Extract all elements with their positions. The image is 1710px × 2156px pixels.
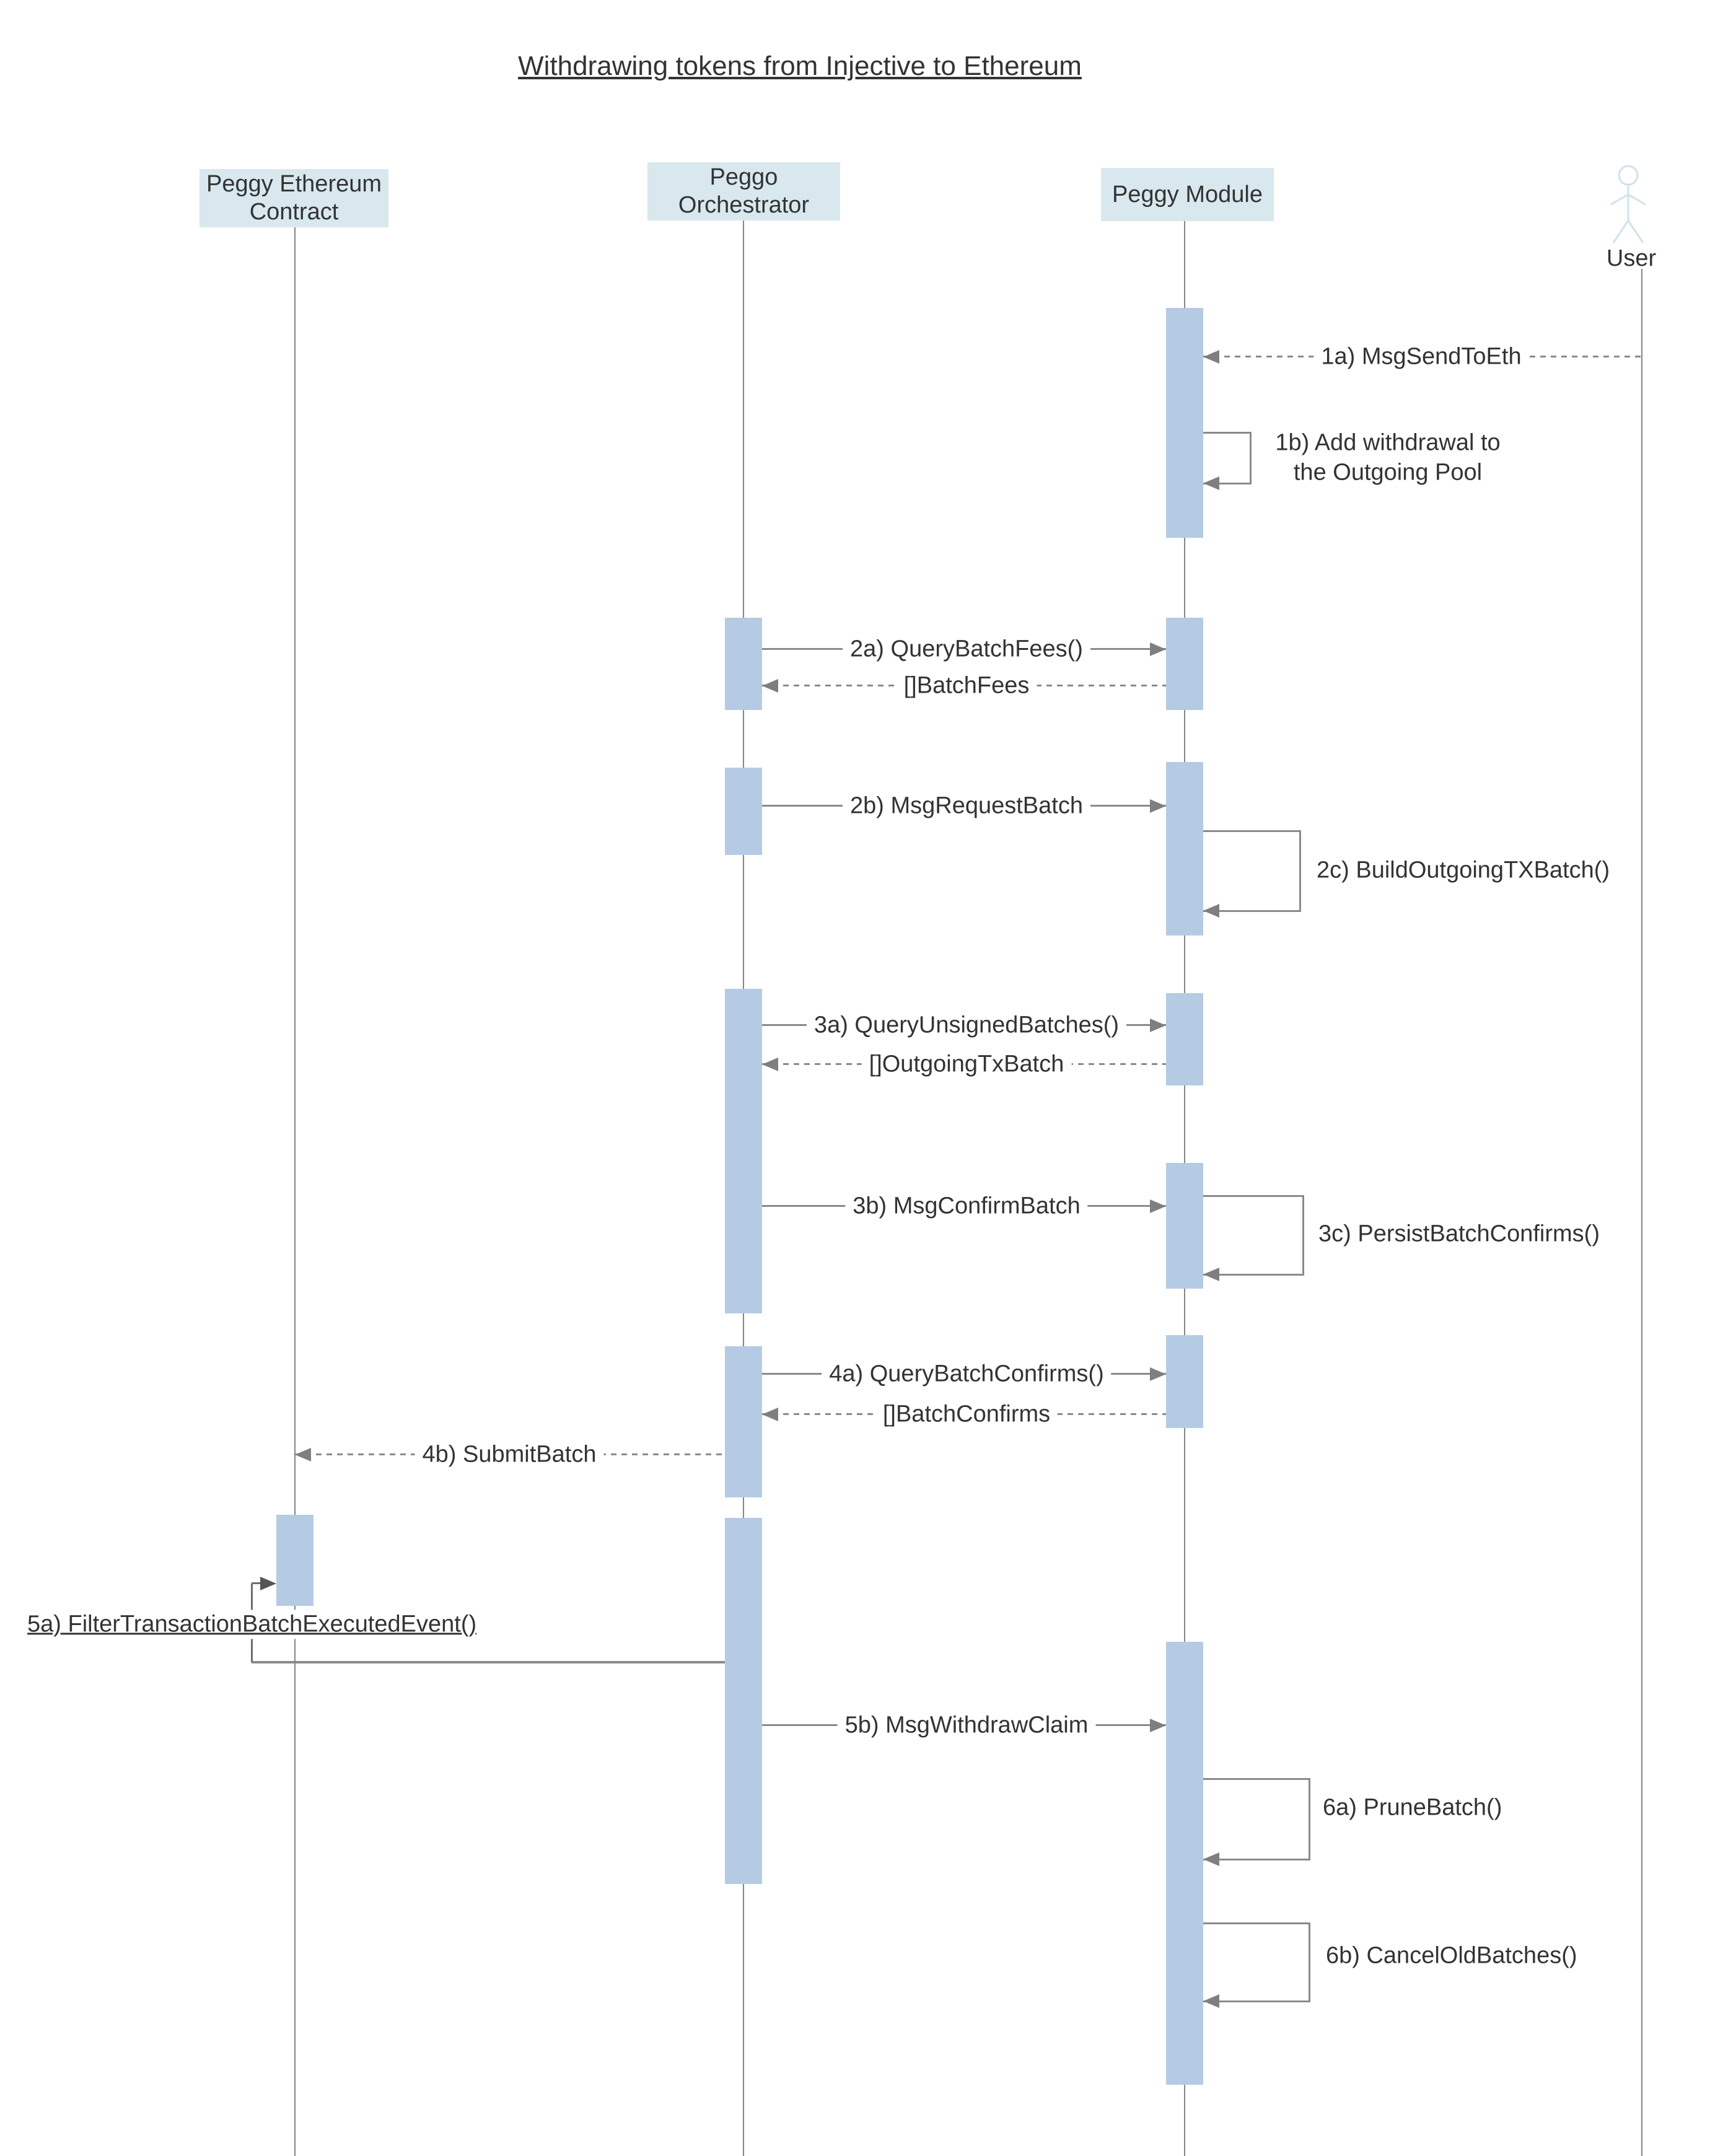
msg-1b-arrowhead-icon <box>1203 476 1219 490</box>
msg-5b-arrowhead-icon <box>1150 1719 1166 1732</box>
msg-4b-arrowhead-icon <box>295 1448 311 1461</box>
activation-module-7 <box>1166 1642 1203 2085</box>
msg-4b-label: 4b) SubmitBatch <box>414 1440 604 1470</box>
activation-orchestrator-4 <box>725 1346 762 1497</box>
activation-module-3 <box>1166 762 1203 936</box>
activation-orchestrator-2 <box>725 768 762 855</box>
msg-1a-label: 1a) MsgSendToEth <box>1313 342 1529 372</box>
msg-2c-arrowhead-icon <box>1203 904 1219 918</box>
msg-6b-selfcall-hook <box>1203 1922 1310 2002</box>
msg-5a-label: 5a) FilterTransactionBatchExecutedEvent(… <box>27 1610 481 1639</box>
msg-2a-label: 2a) QueryBatchFees() <box>843 634 1090 664</box>
lifeline-contract <box>294 227 296 2156</box>
participant-label-module: Peggy Module <box>1112 181 1263 208</box>
msg-4a-return-arrowhead-icon <box>762 1408 778 1421</box>
participant-label-orchestrator: Peggo Orchestrator <box>678 164 810 218</box>
lifeline-user <box>1641 269 1642 2156</box>
msg-4a-label: 4a) QueryBatchConfirms() <box>822 1359 1112 1389</box>
msg-3a-return-label: []OutgoingTxBatch <box>861 1050 1072 1079</box>
msg-1b-selfcall-hook <box>1203 432 1252 484</box>
msg-3b-label: 3b) MsgConfirmBatch <box>845 1191 1088 1221</box>
msg-2b-label: 2b) MsgRequestBatch <box>843 791 1090 821</box>
msg-3a-arrowhead-icon <box>1150 1019 1166 1032</box>
msg-2a-arrowhead-icon <box>1150 642 1166 656</box>
msg-6a-label: 6a) PruneBatch() <box>1323 1794 1502 1821</box>
msg-2a-return-label: []BatchFees <box>896 671 1037 701</box>
activation-module-6 <box>1166 1335 1203 1428</box>
activation-module-2 <box>1166 618 1203 710</box>
msg-5b-label: 5b) MsgWithdrawClaim <box>837 1711 1096 1740</box>
activation-orchestrator-5 <box>725 1518 762 1884</box>
participant-box-contract: Peggy Ethereum Contract <box>200 169 388 227</box>
msg-2a-return-arrowhead-icon <box>762 679 778 693</box>
msg-2c-label: 2c) BuildOutgoingTXBatch() <box>1317 857 1610 883</box>
activation-module-4 <box>1166 993 1203 1085</box>
msg-1b-label: 1b) Add withdrawal to the Outgoing Pool <box>1275 429 1501 486</box>
activation-orchestrator-3 <box>725 989 762 1313</box>
msg-6b-label: 6b) CancelOldBatches() <box>1326 1942 1577 1969</box>
participant-box-orchestrator: Peggo Orchestrator <box>647 162 840 221</box>
msg-4a-arrowhead-icon <box>1150 1367 1166 1381</box>
activation-module-1 <box>1166 308 1203 538</box>
msg-6a-selfcall-hook <box>1203 1778 1310 1860</box>
msg-3c-label: 3c) PersistBatchConfirms() <box>1318 1220 1600 1247</box>
msg-3b-arrowhead-icon <box>1150 1199 1166 1213</box>
msg-5a-arrowhead-icon <box>260 1577 276 1590</box>
participant-label-user: User <box>1606 245 1657 271</box>
msg-3a-return-arrowhead-icon <box>762 1058 778 1071</box>
msg-1a-arrowhead-icon <box>1203 350 1219 364</box>
msg-2c-selfcall-hook <box>1203 830 1301 912</box>
activation-orchestrator-1 <box>725 618 762 710</box>
participant-box-module: Peggy Module <box>1101 168 1274 221</box>
activation-module-5 <box>1166 1163 1203 1289</box>
msg-6a-arrowhead-icon <box>1203 1852 1219 1866</box>
msg-6b-arrowhead-icon <box>1203 1994 1219 2008</box>
participant-label-contract: Peggy Ethereum Contract <box>206 171 382 225</box>
activation-contract-1 <box>276 1515 314 1606</box>
msg-3c-arrowhead-icon <box>1203 1268 1219 1281</box>
msg-4a-return-label: []BatchConfirms <box>875 1400 1058 1429</box>
diagram-title: Withdrawing tokens from Injective to Eth… <box>518 51 1082 81</box>
msg-2b-arrowhead-icon <box>1150 799 1166 813</box>
msg-5a-hline <box>252 1661 725 1663</box>
msg-3c-selfcall-hook <box>1203 1195 1304 1276</box>
msg-3a-label: 3a) QueryUnsignedBatches() <box>806 1010 1127 1040</box>
user-actor-icon <box>1610 165 1646 243</box>
